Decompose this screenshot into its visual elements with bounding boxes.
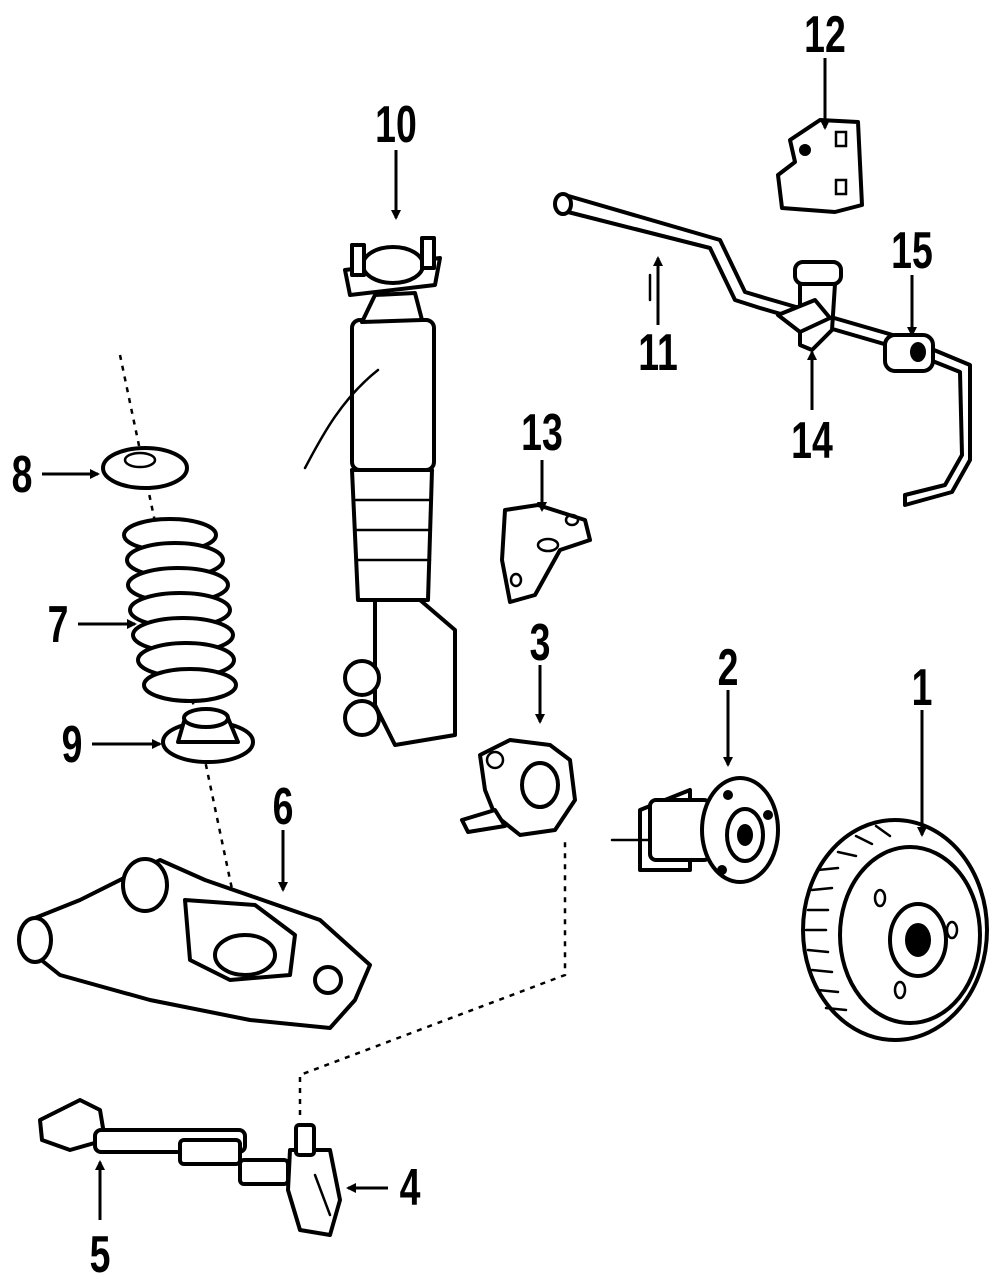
tie-rod bbox=[38, 1098, 342, 1237]
lower-control-arm bbox=[17, 857, 372, 1030]
callout-2: 2 bbox=[718, 638, 739, 697]
brake-drum bbox=[801, 818, 989, 1042]
callout-15: 15 bbox=[891, 221, 933, 280]
callout-11: 11 bbox=[638, 323, 678, 382]
coil-spring bbox=[122, 517, 238, 703]
mounting-bracket bbox=[500, 503, 592, 604]
callout-3: 3 bbox=[530, 613, 551, 672]
hub-bearing bbox=[610, 776, 780, 884]
stabilizer-bar bbox=[553, 192, 972, 507]
callout-13: 13 bbox=[521, 403, 563, 462]
callout-1: 1 bbox=[912, 658, 933, 717]
callout-12: 12 bbox=[804, 5, 846, 64]
stabilizer-link bbox=[776, 260, 843, 352]
callout-5: 5 bbox=[90, 1225, 111, 1282]
callout-10: 10 bbox=[375, 95, 417, 154]
strut-assembly bbox=[303, 236, 457, 747]
callout-9: 9 bbox=[62, 715, 83, 774]
callout-14: 14 bbox=[791, 411, 833, 470]
steering-knuckle bbox=[460, 738, 577, 837]
callout-6: 6 bbox=[273, 777, 294, 836]
stabilizer-bracket bbox=[776, 118, 864, 214]
callout-4: 4 bbox=[400, 1158, 421, 1217]
upper-spring-insulator bbox=[101, 446, 189, 490]
callout-7: 7 bbox=[48, 595, 69, 654]
callout-labels: 1 2 3 4 5 6 7 8 9 10 11 12 13 14 15 bbox=[12, 5, 933, 1282]
stabilizer-bushing bbox=[883, 333, 935, 373]
lower-spring-insulator bbox=[161, 707, 255, 764]
callout-8: 8 bbox=[12, 445, 33, 504]
callout-leaders bbox=[42, 58, 927, 1220]
